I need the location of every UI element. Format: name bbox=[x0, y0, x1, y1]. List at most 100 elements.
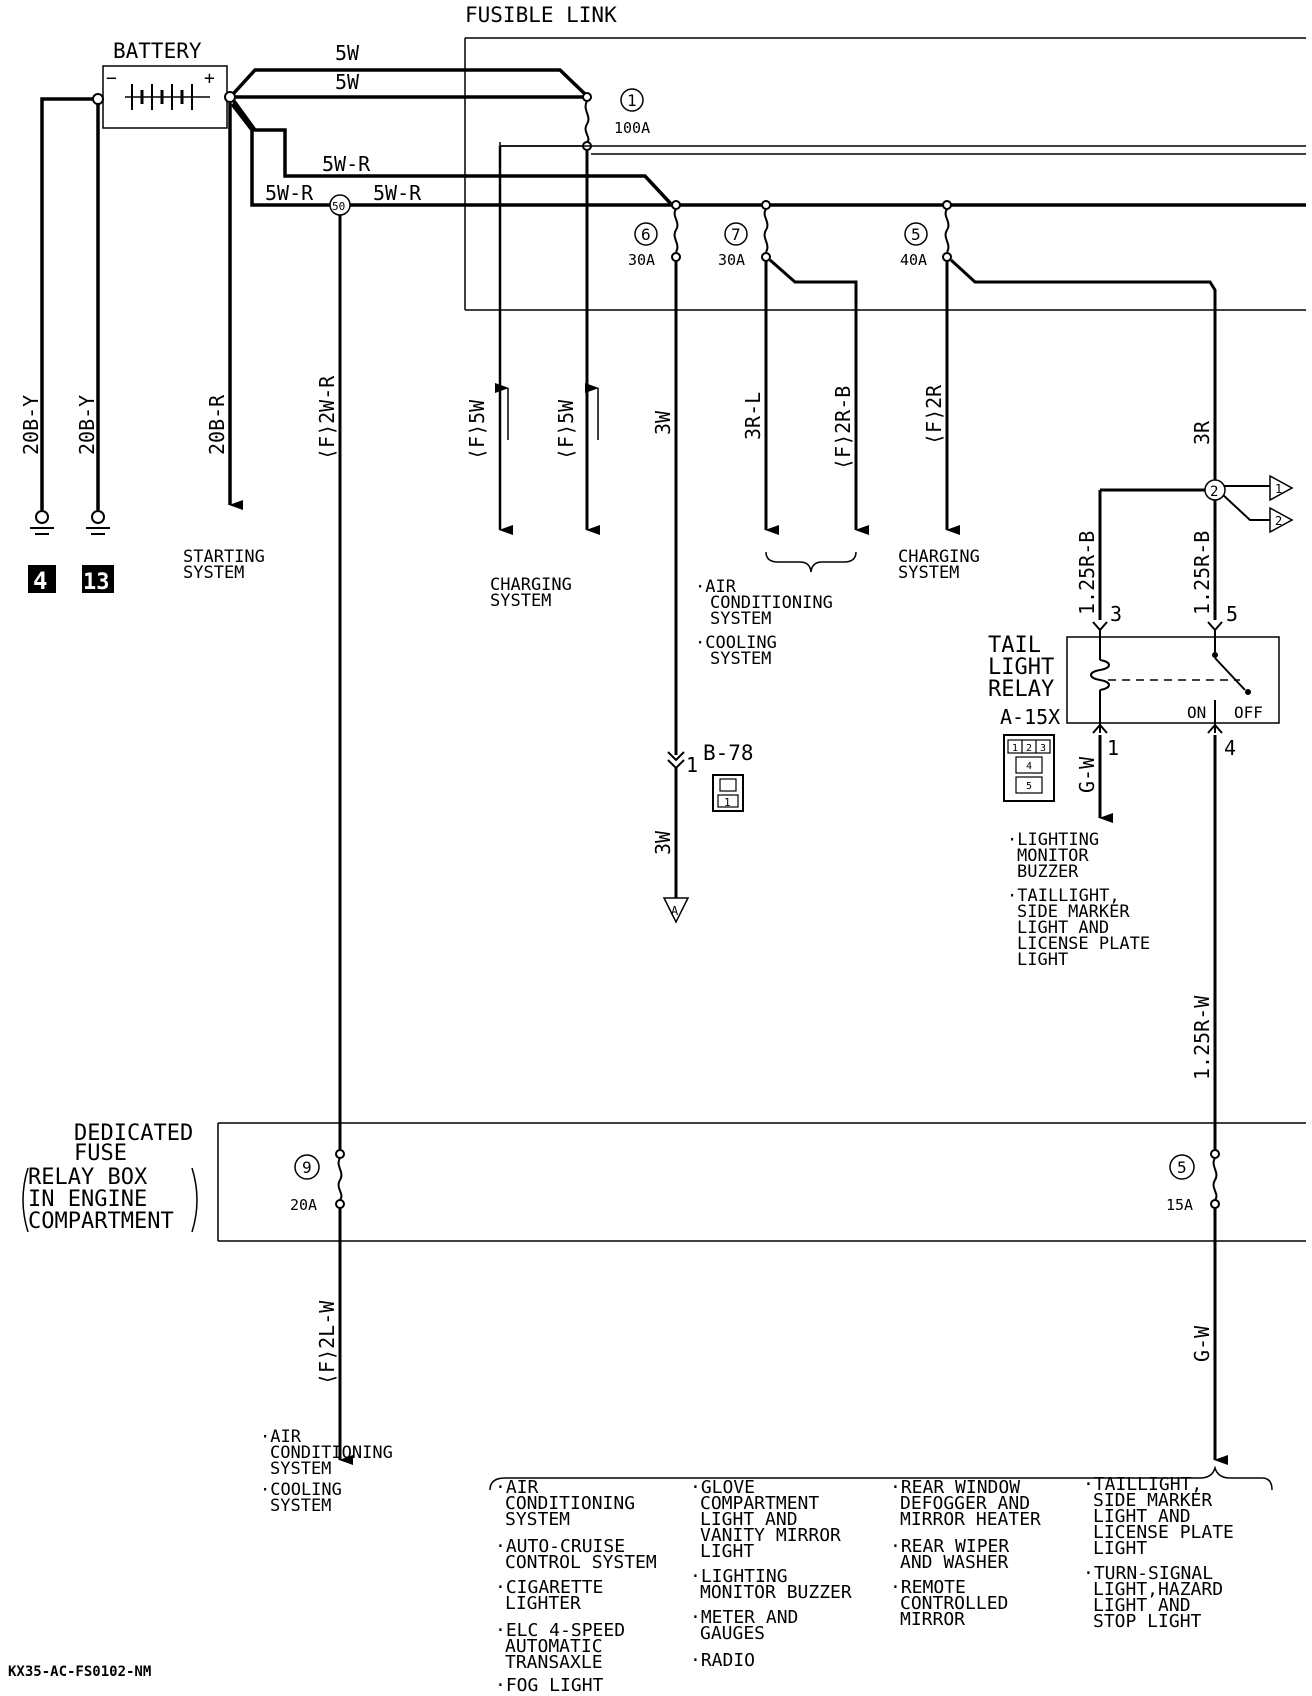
wire-label-batt-2: 5W bbox=[335, 70, 360, 94]
dedicated-fuse-5-amp: 15A bbox=[1166, 1196, 1193, 1214]
bottom-c2-3a: ·METER AND bbox=[690, 1607, 798, 1628]
bottom-c2-1d: VANITY MIRROR bbox=[700, 1525, 841, 1546]
wire-label-relay-in-2: 1.25R-B bbox=[1190, 531, 1214, 615]
wire-label-charge-2: ⟨F⟩5W bbox=[554, 399, 578, 460]
wire-label-relay-out-1: G-W bbox=[1075, 756, 1099, 793]
fuse-5-number-circle bbox=[904, 222, 928, 246]
splice-2 bbox=[1204, 479, 1226, 501]
tail-relay-label-3: RELAY bbox=[988, 677, 1054, 702]
dedicated-fuse-5-number-circle bbox=[1169, 1154, 1195, 1180]
bottom-c3-3b: CONTROLLED bbox=[900, 1593, 1008, 1614]
dedicated-fuse-label-2: FUSE bbox=[74, 1141, 127, 1166]
a15x-pin-2: 2 bbox=[1026, 743, 1032, 754]
dedicated-fuse-9 bbox=[335, 1120, 353, 1465]
relay-on-label: ON bbox=[1187, 703, 1206, 722]
dedicated-fuse-9-amp: 20A bbox=[290, 1196, 317, 1214]
fuse-1-100a bbox=[498, 92, 1306, 535]
wire-label-charge-1: ⟨F⟩5W bbox=[465, 399, 489, 460]
charging-system-a-1: CHARGING bbox=[490, 575, 572, 595]
ac-system-b-1: ·AIR bbox=[260, 1427, 302, 1447]
cooling-system-b-2: SYSTEM bbox=[270, 1496, 331, 1516]
connector-a15x-face bbox=[1003, 734, 1055, 802]
wire-label-fuse6-out: 3W bbox=[651, 410, 675, 435]
a15x-pin-4: 4 bbox=[1026, 761, 1032, 772]
fuse-1-amp: 100A bbox=[614, 119, 650, 137]
bottom-c3-2b: AND WASHER bbox=[900, 1552, 1009, 1573]
fuse-7-amp: 30A bbox=[718, 251, 745, 269]
bottom-c2-4a: ·RADIO bbox=[690, 1650, 755, 1671]
bottom-c3-1b: DEFOGGER AND bbox=[900, 1493, 1030, 1514]
dedicated-fuse-5 bbox=[1210, 1120, 1228, 1465]
bottom-c4-1b: SIDE MARKER bbox=[1093, 1490, 1212, 1511]
bottom-c1-1c: SYSTEM bbox=[505, 1509, 570, 1530]
bottom-c3-3c: MIRROR bbox=[900, 1609, 965, 1630]
bottom-c3-1a: ·REAR WINDOW bbox=[890, 1477, 1020, 1498]
bottom-c3-3a: ·REMOTE bbox=[890, 1577, 966, 1598]
cooling-system-a-1: ·COOLING bbox=[695, 633, 777, 653]
charging-system-b-1: CHARGING bbox=[898, 547, 980, 567]
fuse-7-number-circle bbox=[724, 222, 748, 246]
battery-minus-label: − bbox=[106, 68, 117, 89]
fuse-6-30a bbox=[671, 200, 681, 755]
wire-label-ground-2: 20B-Y bbox=[75, 395, 99, 455]
fuse-5-amp: 40A bbox=[900, 251, 927, 269]
fuse-7-30a bbox=[761, 200, 869, 535]
charging-system-b-2: SYSTEM bbox=[898, 563, 959, 583]
relay-pin-4: 4 bbox=[1224, 736, 1236, 760]
starting-system-2: SYSTEM bbox=[183, 563, 244, 583]
relay-pin-5: 5 bbox=[1226, 602, 1238, 626]
wire-label-fuse5-out-a: ⟨F⟩2R bbox=[922, 384, 946, 445]
bottom-c3-2a: ·REAR WIPER bbox=[890, 1536, 1009, 1557]
ac-system-a-2: CONDITIONING bbox=[710, 593, 833, 613]
bottom-c1-3b: LIGHTER bbox=[505, 1593, 581, 1614]
bottom-c1-3a: ·CIGARETTE bbox=[495, 1577, 603, 1598]
tail-relay-label-2: LIGHT bbox=[988, 655, 1054, 680]
bottom-brace bbox=[489, 1465, 1273, 1491]
splice-50 bbox=[329, 194, 351, 216]
wire-label-relay-out-2: 1.25R-W bbox=[1190, 995, 1214, 1080]
fuse-1-number: 1 bbox=[627, 91, 637, 110]
tail-relay-label-1: TAIL bbox=[988, 633, 1041, 658]
fuse-1-number-circle bbox=[620, 88, 644, 112]
bottom-c2-3b: GAUGES bbox=[700, 1623, 765, 1644]
tail-light-relay bbox=[1066, 621, 1280, 734]
taillight-a-1: ·TAILLIGHT, bbox=[1007, 886, 1120, 906]
fuse-5-40a bbox=[942, 200, 1217, 535]
wire-label-fuse9-out: ⟨F⟩2L-W bbox=[315, 1300, 339, 1385]
bottom-c2-1a: ·GLOVE bbox=[690, 1477, 755, 1498]
fusible-link-title: FUSIBLE LINK bbox=[465, 3, 617, 27]
dedicated-fuse-label-3: RELAY BOX bbox=[28, 1165, 148, 1190]
taillight-a-2: SIDE MARKER bbox=[1017, 902, 1130, 922]
ac-system-b-2: CONDITIONING bbox=[270, 1443, 393, 1463]
bottom-c2-2b: MONITOR BUZZER bbox=[700, 1582, 852, 1603]
ac-system-a-1: ·AIR bbox=[695, 577, 737, 597]
wire-label-dedicated-feed: ⟨F⟩2W-R bbox=[315, 375, 339, 460]
lighting-monitor-1: ·LIGHTING bbox=[1007, 830, 1099, 850]
charging-system-a-2: SYSTEM bbox=[490, 591, 551, 611]
wire-label-dfuse5-out: G-W bbox=[1190, 1325, 1214, 1362]
bottom-c1-4a: ·ELC 4-SPEED bbox=[495, 1620, 625, 1641]
ref-a-label: A bbox=[671, 904, 679, 918]
ac-system-b-3: SYSTEM bbox=[270, 1459, 331, 1479]
dedicated-fuse-label-1: DEDICATED bbox=[74, 1121, 193, 1146]
wire-label-ground-1: 20B-Y bbox=[19, 395, 43, 455]
bottom-c4-2d: STOP LIGHT bbox=[1093, 1611, 1202, 1632]
paren-right bbox=[191, 1167, 198, 1233]
relay-pin-1: 1 bbox=[1107, 736, 1119, 760]
relay-off-label: OFF bbox=[1234, 703, 1263, 722]
fuse-6-number: 6 bbox=[641, 225, 651, 244]
brace-fuse7 bbox=[765, 551, 857, 573]
fuse-6-amp: 30A bbox=[628, 251, 655, 269]
ground-ref-4: 4 bbox=[33, 567, 47, 595]
splice-2-label: 2 bbox=[1210, 484, 1218, 500]
bottom-c2-1b: COMPARTMENT bbox=[700, 1493, 819, 1514]
ground-wires bbox=[30, 93, 110, 535]
battery-positive-wires bbox=[224, 68, 1306, 1120]
wire-label-batt-5: 5W-R bbox=[373, 181, 422, 205]
fuse-6-number-circle bbox=[634, 222, 658, 246]
bottom-c4-1e: LIGHT bbox=[1093, 1538, 1147, 1559]
battery-label: BATTERY bbox=[113, 39, 202, 63]
bottom-c1-4b: AUTOMATIC bbox=[505, 1636, 603, 1657]
paren-left bbox=[22, 1167, 29, 1233]
bottom-c1-5a: ·FOG LIGHT bbox=[495, 1675, 604, 1696]
